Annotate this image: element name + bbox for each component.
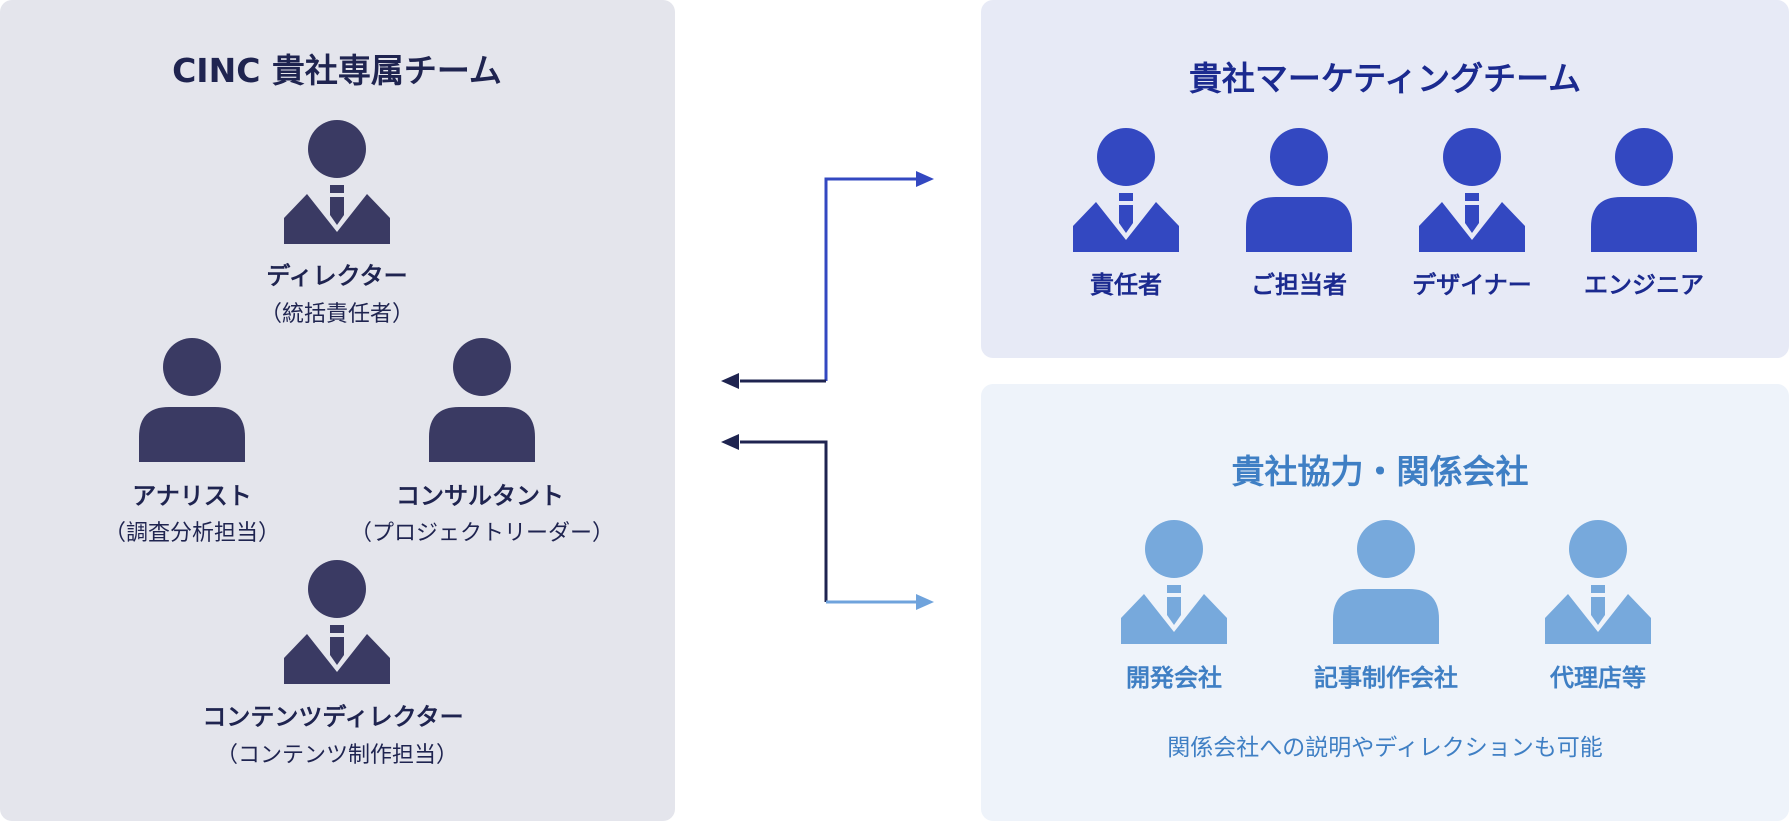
marketing-team-title: 貴社マーケティングチーム <box>1188 59 1582 98</box>
arrow-to-marketing <box>824 171 934 381</box>
analyst-role: アナリスト <box>132 482 252 510</box>
arrow-to-partners <box>826 594 934 610</box>
designer-role: デザイナー <box>1412 271 1532 299</box>
director-role: ディレクター <box>266 262 408 290</box>
director-subtitle: （統括責任者） <box>259 302 415 327</box>
manager-role: 責任者 <box>1090 271 1162 299</box>
partner-companies-title: 貴社協力・関係会社 <box>1231 452 1529 491</box>
staff-role: ご担当者 <box>1251 271 1347 299</box>
cinc-team-panel: CINC 貴社専属チーム ディレクター （統括責任者） アナリスト （調査分析担… <box>0 0 675 821</box>
engineer-role: エンジニア <box>1584 271 1704 299</box>
arrow-to-cinc-from-marketing <box>721 373 826 389</box>
agency-role: 代理店等 <box>1550 664 1646 692</box>
arrow-to-cinc-from-partners <box>721 434 828 602</box>
partners-note: 関係会社への説明やディレクションも可能 <box>1167 735 1603 761</box>
marketing-team-panel: 貴社マーケティングチーム 責任者 ご担当者 デザイナー エンジニア <box>981 0 1789 358</box>
content-director-role: コンテンツディレクター <box>202 703 464 731</box>
dev-company-role: 開発会社 <box>1126 664 1222 692</box>
analyst-subtitle: （調査分析担当） <box>103 521 281 546</box>
cinc-team-title: CINC 貴社専属チーム <box>172 51 502 90</box>
content-director-subtitle: （コンテンツ制作担当） <box>215 743 459 768</box>
partner-companies-panel: 貴社協力・関係会社 開発会社 記事制作会社 代理店等 関係会社への説明やディレク… <box>981 384 1789 821</box>
consultant-role: コンサルタント <box>396 482 564 510</box>
consultant-subtitle: （プロジェクトリーダー） <box>349 521 615 546</box>
article-company-role: 記事制作会社 <box>1314 664 1458 692</box>
